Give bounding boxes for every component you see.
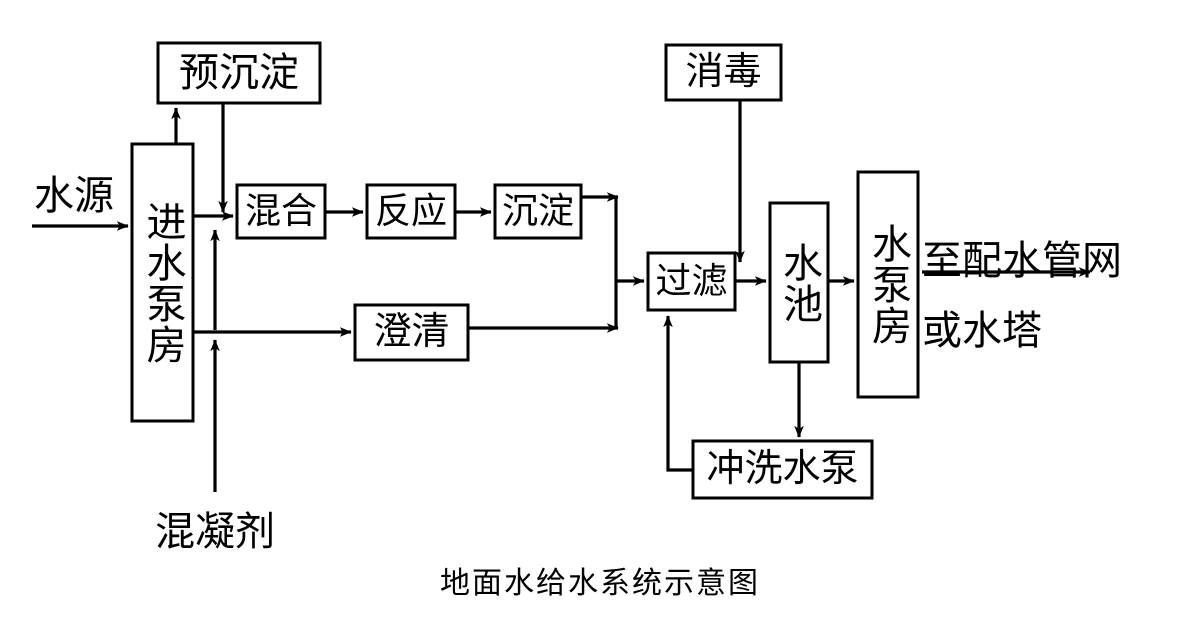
node-box-pump-house — [856, 170, 920, 399]
node-label-backwash-pump: 冲洗水泵 — [706, 447, 859, 490]
node-label-reaction: 反应 — [374, 190, 447, 231]
node-label-sedimentation: 沉淀 — [501, 190, 574, 231]
node-label-disinfection: 消毒 — [685, 50, 762, 93]
label-to-distribution-network: 至配水管网 — [922, 238, 1122, 283]
node-label-pre-sedimentation: 预沉淀 — [179, 50, 299, 95]
label-or-water-tower: 或水塔 — [922, 308, 1042, 353]
label-coagulant: 混凝剂 — [155, 509, 275, 554]
node-box-clarification — [353, 303, 470, 362]
flow-backwash-to-filtration — [663, 315, 693, 472]
node-box-sedimentation — [493, 183, 583, 240]
node-label-pump-house: 水泵房 — [866, 223, 911, 346]
node-label-filtration: 过滤 — [655, 260, 728, 301]
node-label-mixing: 混合 — [244, 190, 317, 231]
node-box-intake-pump-house — [130, 142, 195, 423]
node-label-intake-pump-house: 进水泵房 — [140, 200, 186, 365]
figure-caption: 地面水给水系统示意图 — [440, 567, 760, 600]
node-label-reservoir: 水池 — [777, 241, 822, 324]
node-box-disinfection — [664, 43, 783, 102]
node-box-pre-sedimentation — [156, 41, 322, 105]
node-label-clarification: 澄清 — [373, 310, 450, 353]
label-water-source: 水源 — [34, 173, 114, 218]
